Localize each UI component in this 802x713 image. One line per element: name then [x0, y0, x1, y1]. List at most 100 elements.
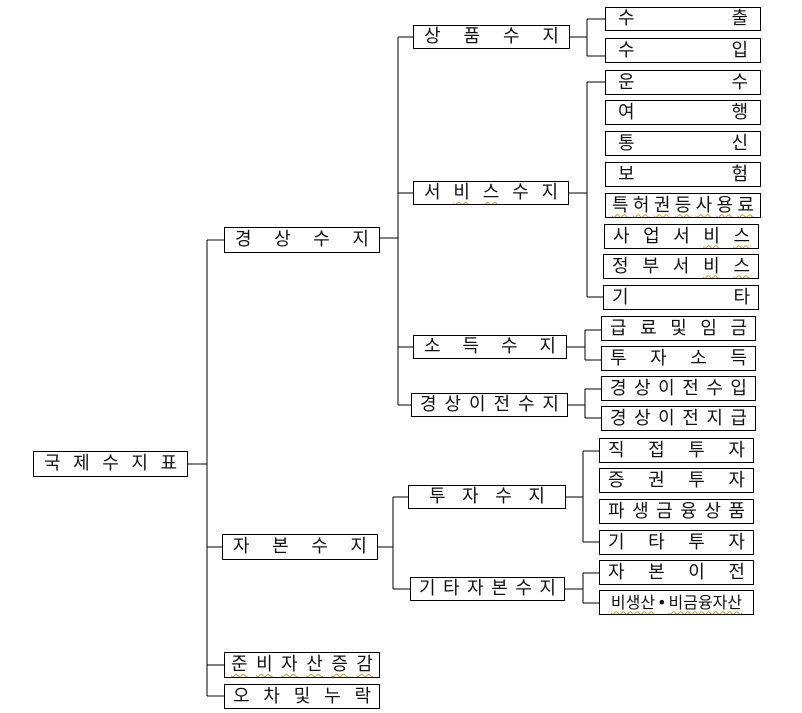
char: 신	[731, 132, 748, 154]
char: 직	[608, 439, 625, 461]
char: 수	[731, 71, 748, 93]
char: 상	[704, 500, 721, 522]
char: 수	[313, 229, 330, 250]
char: 수	[618, 39, 635, 61]
char: 수	[500, 336, 518, 357]
char: 이	[658, 407, 675, 429]
char: 서	[424, 182, 441, 203]
char: 경	[235, 229, 252, 250]
char: 급	[730, 407, 747, 429]
char: 산	[306, 654, 323, 675]
char: 증	[608, 469, 625, 491]
char: 경	[610, 407, 627, 429]
char: 접	[648, 439, 665, 461]
char: 스	[733, 225, 750, 247]
char: 수	[515, 578, 532, 599]
char: 상	[444, 394, 462, 415]
char: 타	[443, 578, 460, 599]
char: 지	[539, 336, 556, 357]
char: 비생산	[610, 592, 656, 612]
char: 자	[728, 531, 745, 553]
char: 비	[703, 255, 720, 277]
char: 감	[356, 654, 373, 675]
char: 수	[618, 8, 635, 29]
char: 전	[682, 377, 699, 399]
char: 이	[468, 394, 486, 415]
node-nonproduced-assets: 비생산•비금융자산	[599, 590, 754, 615]
char: 자	[467, 578, 484, 599]
char: 및	[670, 317, 687, 339]
char: 소	[424, 336, 441, 357]
char: 사	[695, 194, 713, 216]
char: 권	[653, 194, 671, 216]
char: 통	[618, 132, 635, 154]
char: 투	[688, 531, 705, 553]
char: 품	[463, 26, 481, 47]
char: 자	[650, 347, 667, 369]
char: 본	[491, 578, 508, 599]
char: 부	[642, 255, 659, 277]
char: 지	[352, 229, 369, 250]
char: 운	[618, 71, 635, 93]
char: 금	[730, 317, 747, 339]
char: 비	[703, 225, 720, 247]
char: 전	[728, 561, 745, 583]
char: 수	[517, 394, 535, 415]
char: 상	[274, 229, 291, 250]
char: 국	[44, 453, 61, 474]
char: 수	[102, 453, 119, 474]
char: 지	[542, 394, 559, 415]
char: 여	[618, 101, 635, 123]
char: 스	[482, 182, 500, 203]
char: 수	[502, 26, 520, 47]
char: 표	[160, 453, 177, 474]
char: 지	[131, 453, 148, 474]
char: •	[657, 592, 667, 612]
char: 입	[730, 377, 747, 399]
char: 증	[331, 654, 348, 675]
char: 투	[429, 486, 446, 507]
char: 자	[608, 561, 625, 583]
char: 투	[688, 469, 705, 491]
char: 상	[424, 26, 441, 47]
char: 자	[462, 486, 479, 507]
char: 비	[256, 654, 273, 675]
char: 금	[656, 500, 673, 522]
char: 오	[233, 685, 250, 707]
char: 락	[354, 685, 371, 707]
char: 료	[640, 317, 657, 339]
char: 비금융자산	[668, 592, 743, 612]
char: 본	[648, 561, 665, 583]
char: 파	[608, 500, 625, 522]
char: 차	[263, 685, 280, 707]
char: 험	[731, 163, 748, 185]
char: 서	[672, 255, 690, 277]
char: 득	[730, 347, 747, 369]
char: 출	[731, 8, 748, 29]
char: 사	[613, 225, 630, 247]
char: 득	[462, 336, 480, 357]
char: 소	[690, 347, 707, 369]
char: 전	[682, 407, 699, 429]
char: 투	[688, 439, 705, 461]
char: 급	[610, 317, 627, 339]
char: 품	[728, 500, 745, 522]
char: 비	[453, 182, 470, 203]
char: 지	[706, 407, 723, 429]
